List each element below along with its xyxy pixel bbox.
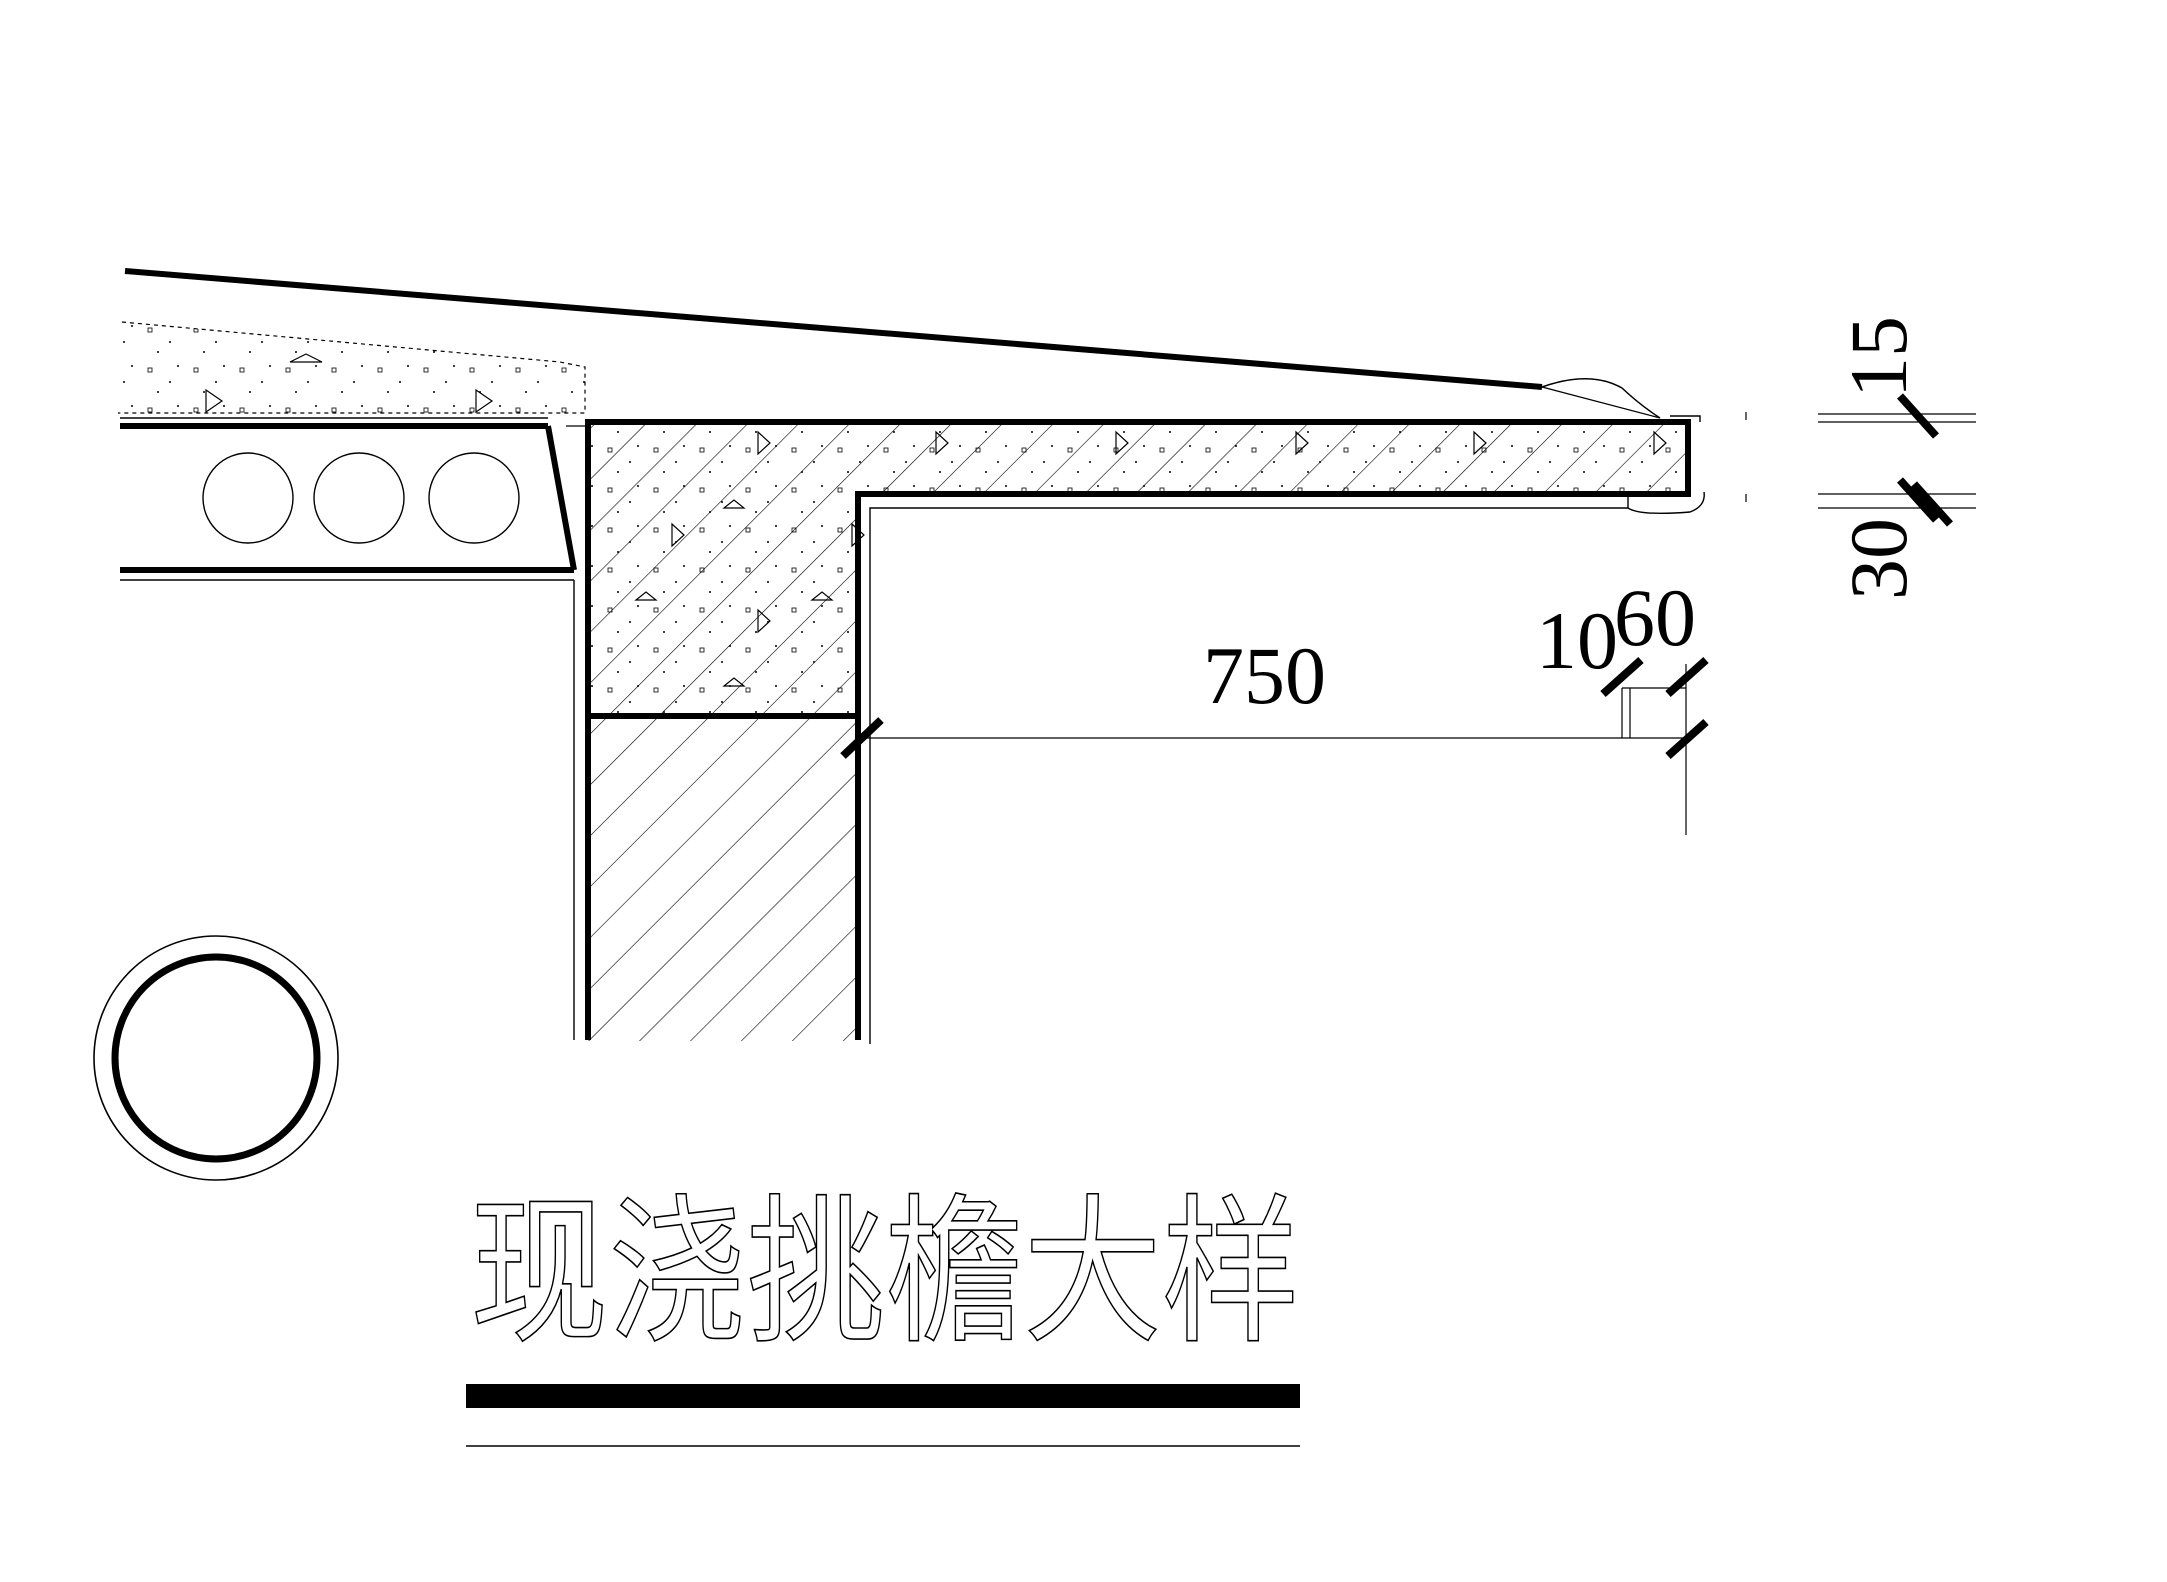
dim-gap-label: 10	[1536, 595, 1618, 686]
slab-void	[428, 452, 520, 544]
dim-tick	[1600, 657, 1644, 697]
brick-wall	[585, 716, 861, 1041]
dim-tick	[1665, 719, 1709, 759]
dim-tick	[1897, 393, 1939, 439]
dim-tick	[1665, 657, 1709, 697]
dim-span-label: 750	[1203, 630, 1326, 721]
plaster-lines	[869, 415, 1705, 1044]
dim-top-thickness-label: 15	[1833, 316, 1924, 398]
cast-concrete-eave	[585, 419, 1691, 719]
dimension-labels: 750 10 60 15 30	[1203, 316, 1924, 721]
dimension-lines	[840, 393, 1976, 835]
drawing-title: 现浇挑檐大样	[470, 1179, 1300, 1366]
roof-slope	[124, 268, 1661, 419]
screed-layer	[118, 321, 586, 414]
slab-void	[202, 452, 294, 544]
detail-index-symbol	[93, 935, 339, 1181]
dim-bottom-thickness-label: 30	[1833, 518, 1924, 600]
dim-tick	[1897, 477, 1939, 523]
dim-tick	[840, 717, 884, 759]
dim-edge-label: 60	[1614, 572, 1696, 663]
hollow-core-slab	[120, 417, 590, 581]
slab-void	[313, 452, 405, 544]
dim-tick	[1911, 481, 1953, 527]
title-underline-thick	[466, 1384, 1300, 1408]
